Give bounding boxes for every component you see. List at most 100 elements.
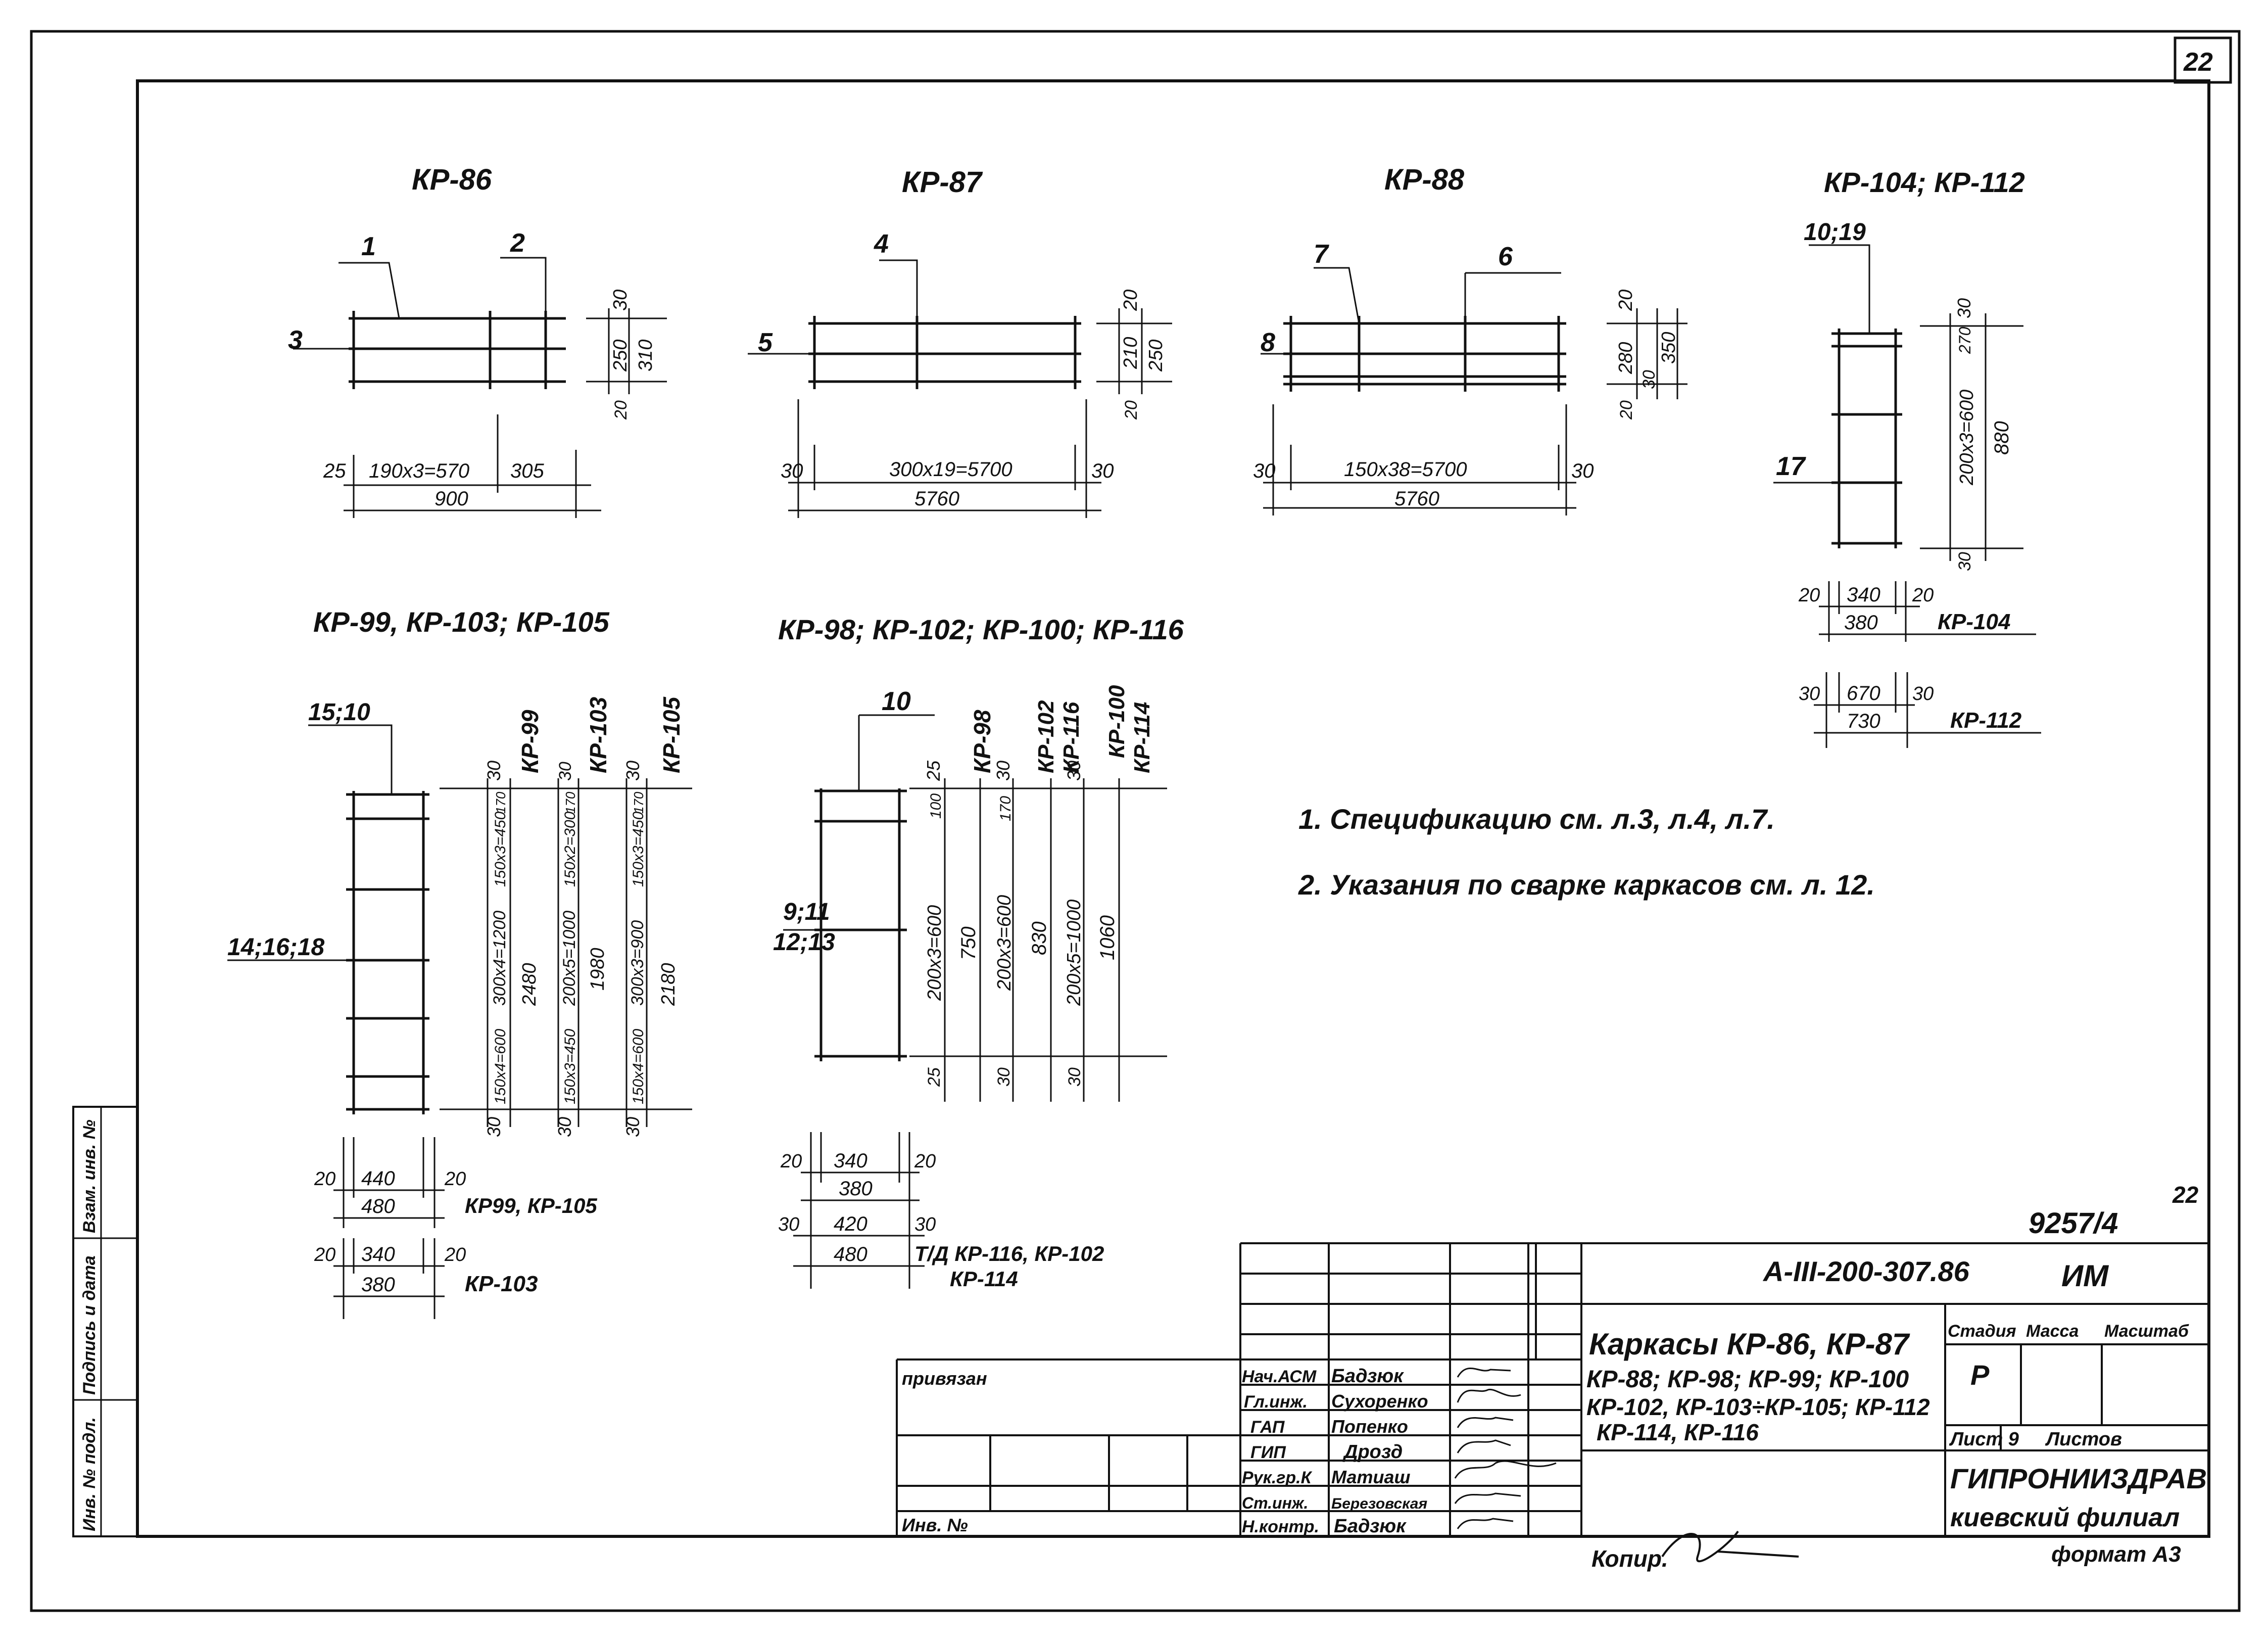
kp98-c3-b: 200x5=1000 xyxy=(1064,900,1085,1006)
role-1: Гл.инж. xyxy=(1244,1392,1308,1412)
kp99-c3-bot: 30 xyxy=(622,1117,643,1137)
stamp-title-4: КР-114, КР-116 xyxy=(1597,1419,1759,1445)
kp98-c3-top: 30 xyxy=(1064,761,1084,781)
side-replace-label: Взам. инв. № xyxy=(80,1119,99,1233)
kp98-c1-bot: 25 xyxy=(925,1067,944,1087)
kp98-c1-b: 200x3=600 xyxy=(924,905,945,1001)
stamp-mass-header: Масса xyxy=(2026,1322,2079,1341)
kp99-pos-141618: 14;16;18 xyxy=(227,934,324,961)
doc-number: 9257/4 xyxy=(2029,1207,2118,1240)
kp98-collabel-114: КР-114 xyxy=(1130,702,1154,773)
cage-kp104: КР-104; КР-112 xyxy=(1773,166,2025,561)
doc-number-sup: 22 xyxy=(2172,1182,2199,1208)
kp104-dim-span: 200x3=600 xyxy=(1956,390,1977,486)
kp99-w2-c: 20 xyxy=(444,1244,466,1265)
kp86-dim-overall: 900 xyxy=(435,488,468,510)
signature-0 xyxy=(1457,1368,1511,1378)
kp88-dim-top: 20 xyxy=(1615,290,1636,311)
kp87-dim-left: 30 xyxy=(781,460,803,482)
signature-6 xyxy=(1457,1518,1514,1529)
kp86-width-dims xyxy=(344,414,601,518)
kp87-title: КР-87 xyxy=(902,166,983,199)
kp99-c1-c: 300x4=1200 xyxy=(490,911,509,1006)
note-2: 2. Указания по сварке каркасов см. л. 12… xyxy=(1298,869,1875,901)
kp98-pos-10: 10 xyxy=(882,687,911,716)
kp88-dim-total: 350 xyxy=(1658,332,1679,364)
signatures xyxy=(1454,1368,1557,1529)
kp99-c3-c: 300x3=900 xyxy=(628,920,647,1006)
kp98-collabel-102: КР-102 xyxy=(1034,700,1058,773)
kp104-w2-overall: 730 xyxy=(1847,710,1880,732)
kp99-c3-e: 150x4=600 xyxy=(630,1028,647,1104)
kp86-dim-total: 310 xyxy=(635,340,656,371)
kp88-dim-overall: 5760 xyxy=(1394,488,1439,510)
kp99-c1-b: 150x3=450 xyxy=(492,811,509,887)
kp87-dim-mid: 210 xyxy=(1120,337,1141,369)
kp99-c1-e: 150x4=600 xyxy=(492,1028,509,1104)
kp99-c1-top: 30 xyxy=(484,761,504,781)
kp99-w1-b: 440 xyxy=(361,1167,395,1190)
stamp-sheet-label: Лист 9 xyxy=(1949,1429,2019,1450)
name-0: Бадзюк xyxy=(1331,1366,1404,1387)
cage-kp88: КР-88 xyxy=(1261,163,1687,399)
kp99-c1-bot: 30 xyxy=(484,1117,504,1137)
corner-number: 22 xyxy=(2183,48,2213,77)
kp98-width-dims xyxy=(793,1132,925,1289)
kp88-pos-8: 8 xyxy=(1261,328,1275,357)
cage-kp86: КР-86 xyxy=(293,163,667,394)
kp99-c3-d: 2180 xyxy=(658,963,679,1006)
side-inv-label: Инв. № подл. xyxy=(80,1417,99,1531)
role-4: Рук.гр.К xyxy=(1242,1468,1313,1487)
kp98-w1-c: 20 xyxy=(914,1151,936,1172)
stamp-stage-value: Р xyxy=(1970,1359,1990,1391)
name-3: Дрозд xyxy=(1342,1441,1403,1463)
kp104-pos-17: 17 xyxy=(1776,452,1806,481)
signature-1 xyxy=(1457,1388,1521,1403)
kp86-dim-span: 190x3=570 xyxy=(369,460,469,482)
title-block xyxy=(896,1242,2209,1536)
kp98-w2-a: 30 xyxy=(778,1214,799,1235)
kp99-c2-e: 150x3=450 xyxy=(562,1028,578,1104)
kp99-c2-top: 30 xyxy=(556,762,575,781)
copied-signature xyxy=(1661,1530,1799,1563)
name-5: Березовская xyxy=(1331,1495,1427,1512)
kp98-title: КР-98; КР-102; КР-100; КР-116 xyxy=(778,614,1184,645)
kp99-c1-a: 170 xyxy=(493,791,508,814)
kp104-w1-label: КР-104 xyxy=(1938,609,2010,634)
kp86-dim-right: 305 xyxy=(510,460,544,482)
kp99-w1-overall: 480 xyxy=(361,1195,395,1217)
kp104-w1-c: 20 xyxy=(1912,585,1934,606)
kp98-c2-a: 170 xyxy=(997,796,1014,821)
kp104-pos-1019: 10;19 xyxy=(1804,219,1866,246)
stamp-format: формат А3 xyxy=(2051,1542,2181,1567)
role-3: ГИП xyxy=(1250,1443,1286,1462)
kp99-c2-a: 170 xyxy=(563,791,578,814)
kp98-pos-911: 9;11 xyxy=(783,899,830,925)
kp98-c3-c: 1060 xyxy=(1096,915,1119,960)
kp88-width-dims xyxy=(1263,404,1576,515)
kp98-c2-b: 200x3=600 xyxy=(994,895,1015,991)
name-2: Попенко xyxy=(1331,1416,1408,1437)
kp98-c2-top: 30 xyxy=(993,761,1014,781)
kp86-pos-3: 3 xyxy=(288,325,303,355)
kp104-w2-label: КР-112 xyxy=(1950,708,2022,733)
kp98-w2-overall: 480 xyxy=(834,1243,867,1265)
kp104-w2-c: 30 xyxy=(1912,683,1934,705)
kp88-pos-7: 7 xyxy=(1314,240,1329,269)
stamp-inv-no: Инв. № xyxy=(902,1515,968,1535)
kp86-pos-2: 2 xyxy=(510,228,525,258)
kp99-title: КР-99, КР-103; КР-105 xyxy=(313,606,610,638)
kp98-c2-c: 830 xyxy=(1028,921,1050,955)
cage-kp98: КР-98; КР-102; КР-100; КР-116 xyxy=(778,614,1184,1102)
name-1: Сухоренко xyxy=(1331,1391,1428,1412)
kp99-c2-c: 200x5=1000 xyxy=(560,911,579,1006)
signature-5 xyxy=(1454,1492,1521,1504)
kp99-pos-1510: 15;10 xyxy=(308,699,370,726)
kp87-dim-span: 300x19=5700 xyxy=(889,458,1012,481)
kp87-dim-top: 20 xyxy=(1120,290,1141,311)
kp99-w1-label: КР99, КР-105 xyxy=(465,1194,597,1217)
kp98-collabel-116: КР-116 xyxy=(1059,701,1084,773)
kp99-c3-a: 170 xyxy=(631,791,646,814)
kp99-collabel-99: КР-99 xyxy=(517,710,543,773)
kp99-c2-bot: 30 xyxy=(554,1117,575,1137)
